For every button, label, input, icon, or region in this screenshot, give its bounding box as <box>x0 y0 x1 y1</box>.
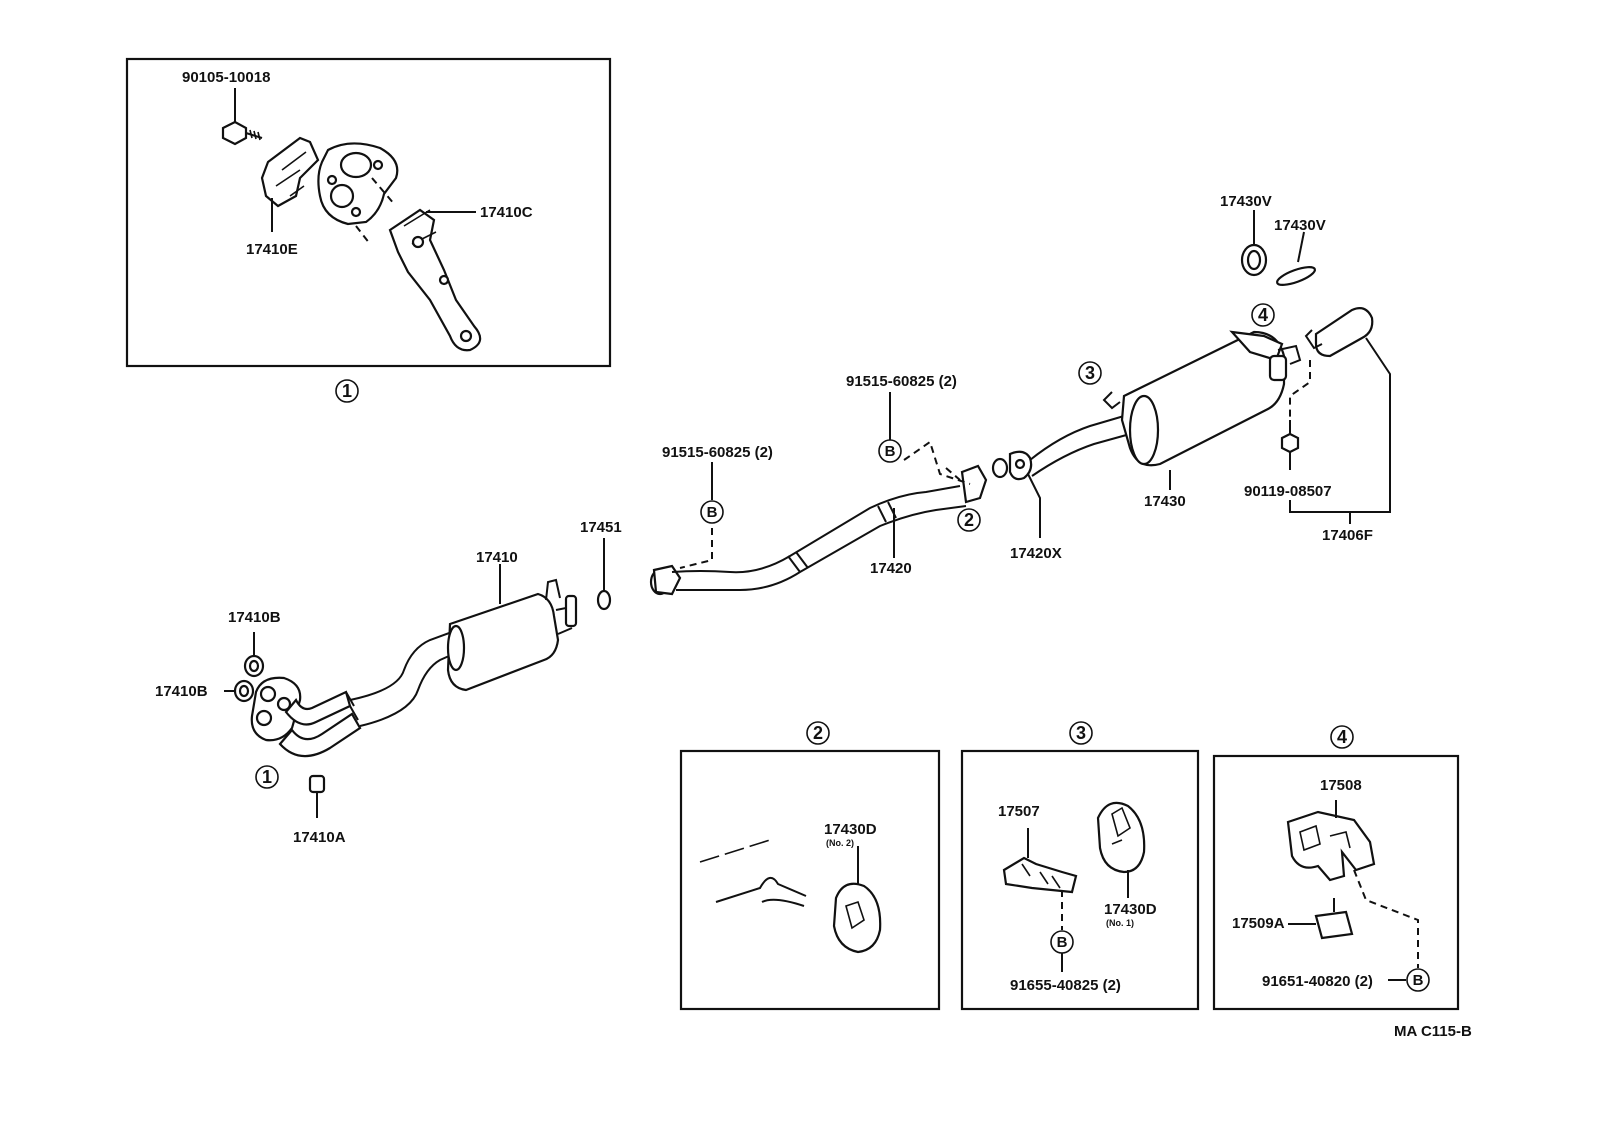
drawing-code: MA C115-B <box>1394 1023 1472 1040</box>
sub-muffler-17410 <box>446 592 560 692</box>
bolt-90105-10018 <box>221 88 263 146</box>
detail-box-4: 4 B 17508 17509A 91651-40820 (2) <box>1212 725 1460 1011</box>
label-17430d-no1-note: (No. 1) <box>1106 918 1134 928</box>
svg-text:2: 2 <box>813 723 823 743</box>
label-90105-10018: 90105-10018 <box>182 69 270 86</box>
bolt-marker-b-left: B <box>700 462 724 524</box>
label-17406f: 17406F <box>1322 527 1373 544</box>
gasket-17430v-flat: 17430V <box>1274 217 1326 286</box>
svg-text:1: 1 <box>262 767 272 787</box>
gasket-17430v-ring: 17430V <box>1220 193 1272 277</box>
svg-text:3: 3 <box>1085 363 1095 383</box>
callout-1-front: 1 <box>255 765 279 789</box>
exhaust-manifold-17410c <box>317 142 482 352</box>
label-17508: 17508 <box>1320 777 1362 794</box>
label-91651-40820: 91651-40820 (2) <box>1262 973 1373 990</box>
svg-text:2: 2 <box>964 510 974 530</box>
heat-insulator-17410e <box>260 136 320 232</box>
label-17430d-no2: 17430D <box>824 821 877 838</box>
label-17410b-upper: 17410B <box>228 609 281 626</box>
label-91515-60825-left: 91515-60825 (2) <box>662 444 773 461</box>
insulator-17509a <box>1314 910 1354 940</box>
hanger-rubber-17430d-no1 <box>1096 801 1146 874</box>
callout-4-muffler: 4 <box>1251 303 1275 327</box>
svg-text:B: B <box>1057 934 1068 951</box>
bracket-17507 <box>1002 856 1078 894</box>
label-17430v-right: 17430V <box>1274 217 1326 234</box>
label-17451: 17451 <box>580 519 622 536</box>
label-17430: 17430 <box>1144 493 1186 510</box>
front-exhaust-pipe-assembly: 17410B 17410B 17410A 17410 17451 <box>155 519 622 846</box>
detail-box-2: 2 17430D (No. 2) <box>679 721 941 1011</box>
bracket-17508 <box>1286 810 1376 882</box>
svg-text:B: B <box>1413 972 1424 989</box>
svg-text:3: 3 <box>1076 723 1086 743</box>
label-17410: 17410 <box>476 549 518 566</box>
detail-box-3: 3 B 17507 17430D (No. 1) 91655-40825 (2) <box>960 721 1200 1011</box>
hanger-rubber-17430d-no2 <box>832 882 882 954</box>
svg-text:4: 4 <box>1337 727 1347 747</box>
detail-box-1: 90105-10018 17410E 17410C <box>125 57 612 368</box>
tail-pipe-17406f: 90119-08507 17406F <box>1244 307 1391 544</box>
label-17509a: 17509A <box>1232 915 1285 932</box>
main-muffler-17430: 17430 <box>1029 330 1302 510</box>
label-17430d-no1: 17430D <box>1104 901 1157 918</box>
label-17410c: 17410C <box>480 204 533 221</box>
bolt-marker-b-right: B <box>878 392 902 463</box>
callout-3-muffler: 3 <box>1078 361 1102 385</box>
gasket-17451 <box>596 589 612 611</box>
stud-17410a <box>308 774 326 794</box>
label-91655-40825: 91655-40825 (2) <box>1010 977 1121 994</box>
label-17420: 17420 <box>870 560 912 577</box>
callout-2-pipe: 2 <box>957 508 981 532</box>
label-17507: 17507 <box>998 803 1040 820</box>
svg-text:1: 1 <box>342 381 352 401</box>
label-17430v-left: 17430V <box>1220 193 1272 210</box>
label-17410b-lower: 17410B <box>155 683 208 700</box>
svg-text:B: B <box>885 443 896 460</box>
gasket-17420x: 17420X <box>991 450 1062 562</box>
center-exhaust-pipe-17420: 91515-60825 (2) 91515-60825 (2) 17420 <box>649 373 988 596</box>
label-17410a: 17410A <box>293 829 346 846</box>
label-17410e: 17410E <box>246 241 298 258</box>
svg-text:B: B <box>707 504 718 521</box>
label-17420x: 17420X <box>1010 545 1062 562</box>
callout-1-box-caption: 1 <box>335 379 359 403</box>
label-91515-60825-right: 91515-60825 (2) <box>846 373 957 390</box>
svg-text:4: 4 <box>1258 305 1268 325</box>
label-17430d-no2-note: (No. 2) <box>826 838 854 848</box>
label-90119-08507: 90119-08507 <box>1244 483 1332 500</box>
